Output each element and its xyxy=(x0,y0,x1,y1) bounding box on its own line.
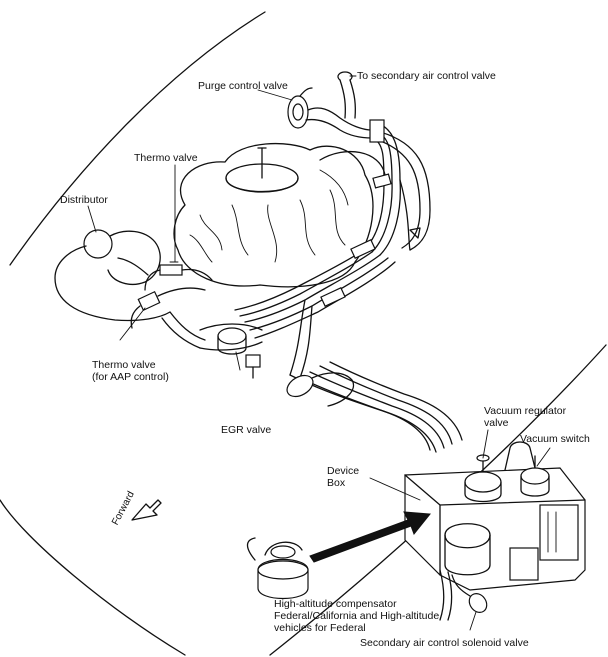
thermo-valve xyxy=(144,261,213,291)
purge-control-valve xyxy=(287,87,373,139)
secondary-air-control-solenoid-valve xyxy=(439,569,488,621)
label-to-secondary-air-control-valve: To secondary air control valve xyxy=(357,70,496,82)
label-purge-control-valve: Purge control valve xyxy=(198,80,288,92)
thermo-valve-aap xyxy=(130,287,206,349)
vacuum-switch xyxy=(520,455,550,497)
engine-assembly xyxy=(173,142,386,288)
label-thermo-valve-aap: Thermo valve (for AAP control) xyxy=(92,359,169,383)
pointer-arrow xyxy=(309,511,431,563)
distributor xyxy=(54,229,171,322)
label-egr-valve: EGR valve xyxy=(221,424,272,436)
vacuum-regulator-valve xyxy=(464,454,502,503)
label-secondary-air-control-solenoid-valve: Secondary air control solenoid valve xyxy=(360,637,529,649)
hose-to-secondary-air xyxy=(337,71,356,119)
label-thermo-valve: Thermo valve xyxy=(134,152,198,164)
egr-valve xyxy=(199,323,263,379)
forward-arrow-icon xyxy=(131,499,162,521)
label-device-box: Device Box xyxy=(327,465,360,489)
label-vacuum-switch: Vacuum switch xyxy=(520,433,590,445)
device-box xyxy=(404,441,586,591)
vacuum-hose-harness xyxy=(234,119,463,453)
leader-lines xyxy=(87,75,551,631)
label-distributor: Distributor xyxy=(60,194,108,206)
label-vacuum-regulator-valve: Vacuum regulator valve xyxy=(484,405,567,429)
high-altitude-compensator xyxy=(246,537,309,599)
label-high-altitude-compensator: High-altitude compensator Federal/Califo… xyxy=(274,598,440,634)
